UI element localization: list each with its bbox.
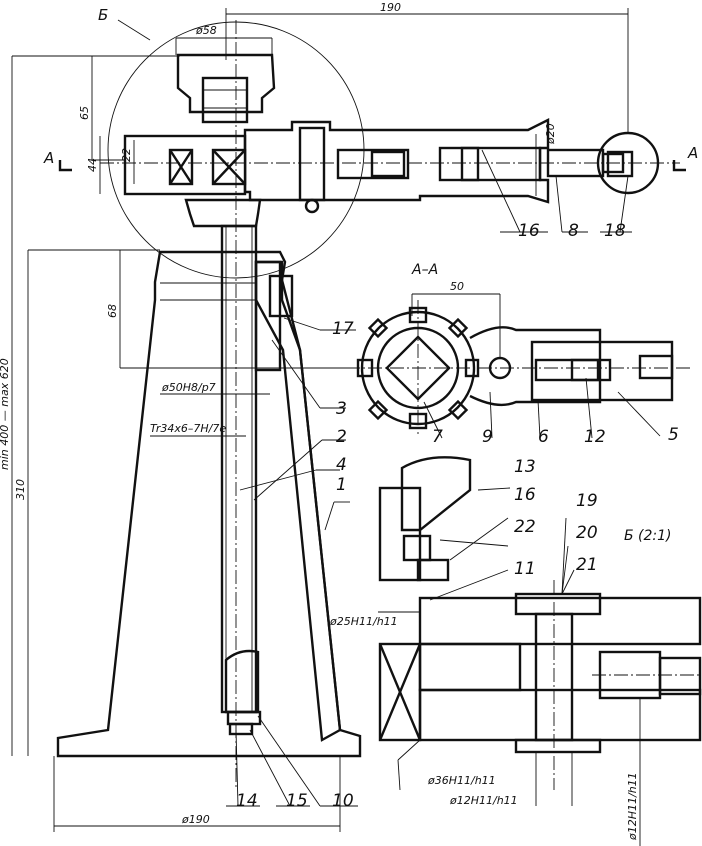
dim-68: 68 [106,304,119,318]
part-5: 5 [668,425,679,445]
detail-title: Б (2:1) [624,528,672,544]
dim-d25: ø25H11/h11 [329,615,398,628]
jack-body [56,250,362,758]
dim-22: 22 [120,148,133,162]
dim-d36: ø36H11/h11 [427,774,496,787]
part-1: 1 [336,475,347,495]
part-10: 10 [332,791,354,811]
dim-fit-d50: ø50H8/p7 [161,381,216,394]
main-view [11,8,686,832]
dim-65: 65 [78,106,91,120]
dim-44: 44 [86,158,99,172]
part-17: 17 [332,319,354,339]
section-a-a [346,293,690,439]
section-mark-left: А [43,149,54,167]
part-9: 9 [482,427,493,447]
part-8: 8 [568,221,579,241]
part-4: 4 [336,455,347,475]
dim-190-top: 190 [380,1,401,14]
part-21: 21 [576,555,598,575]
lifting-screw [220,224,258,714]
dim-d20: ø20 [544,123,557,145]
section-title: А–А [411,262,438,278]
part-19: 19 [576,491,598,511]
part-12: 12 [584,427,606,447]
part-7: 7 [432,427,443,447]
dim-50: 50 [450,280,464,293]
screw-head [176,53,276,114]
part-6: 6 [538,427,549,447]
part-11: 11 [514,559,536,579]
part-20: 20 [576,523,598,543]
part-13: 13 [514,457,536,477]
detail-b [378,456,702,846]
part-14: 14 [236,791,258,811]
dim-d58: ø58 [195,24,217,37]
section-mark-right: А [687,144,698,162]
detail-letter: Б [98,6,108,24]
dim-thread: Tr34x6–7H/7e [150,422,226,435]
part-15: 15 [286,791,308,811]
dim-d12-a: ø12H11/h11 [449,794,518,807]
head-nut [201,76,249,124]
lever-body [243,118,550,204]
dim-d190-bottom: ø190 [181,813,210,826]
part-18: 18 [604,221,626,241]
dim-310: 310 [14,479,27,500]
dim-range: min 400 — max 620 [0,358,11,470]
part-22: 22 [514,517,536,537]
part-16-detail: 16 [514,485,536,505]
part-3: 3 [336,399,347,419]
dim-d12-b: ø12H11/h11 [626,772,639,841]
part-16-top: 16 [518,221,540,241]
part-2: 2 [336,427,347,447]
